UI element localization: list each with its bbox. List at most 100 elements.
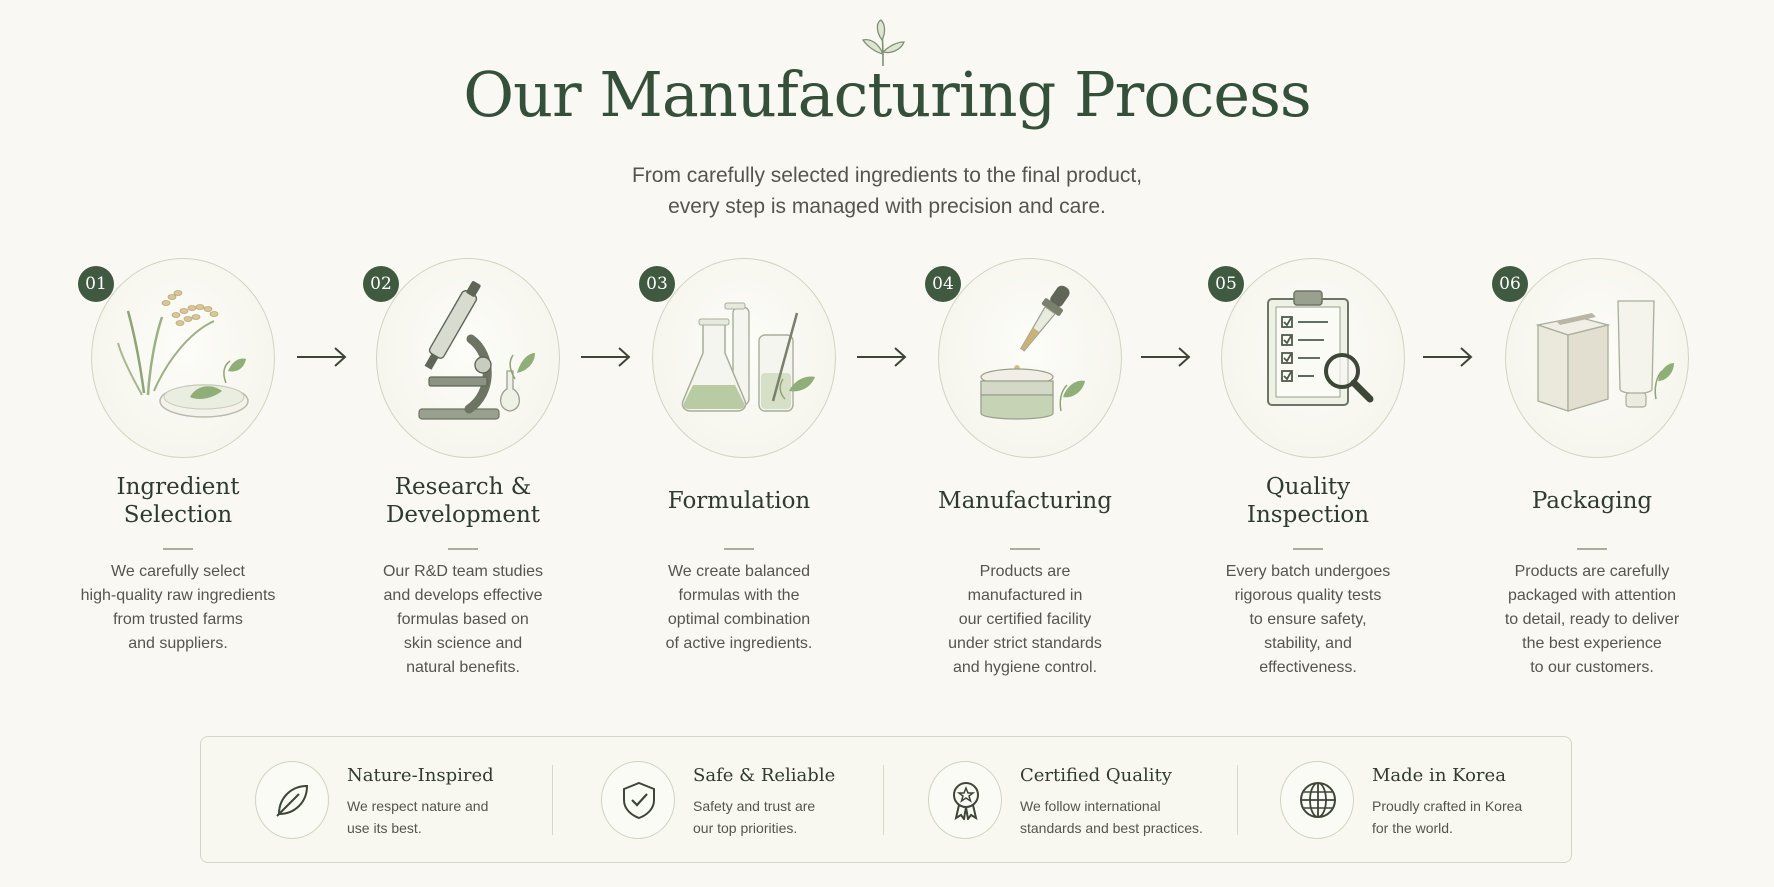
- feature-icon-circle: [601, 761, 675, 839]
- step-description-line: Products are carefully: [1514, 563, 1670, 580]
- step-illustration: [91, 258, 275, 458]
- step-number-badge: 01: [78, 266, 114, 302]
- lab-flasks-icon: [681, 302, 815, 412]
- arrow-right-icon: [1423, 347, 1473, 367]
- step-description-line: to ensure safety,: [1249, 611, 1367, 628]
- step-description-line: of active ingredients.: [665, 635, 813, 652]
- step-description-line: stability, and: [1264, 635, 1352, 652]
- step-description-line: Every batch undergoes: [1225, 563, 1391, 580]
- step-description-line: under strict standards: [948, 635, 1102, 652]
- page-subtitle: From carefully selected ingredients to t…: [0, 160, 1774, 222]
- step-illustration: [938, 258, 1122, 458]
- feature-description-line: Safety and trust are: [693, 798, 816, 814]
- step-divider: [163, 548, 193, 550]
- feature-description-line: for the world.: [1372, 820, 1453, 836]
- step-description-line: packaged with attention: [1507, 587, 1677, 604]
- feature-divider: [883, 765, 884, 835]
- box-tube-icon: [1535, 300, 1674, 412]
- checklist-magnifier-icon: [1267, 290, 1374, 406]
- step-description-line: to detail, ready to deliver: [1504, 611, 1680, 628]
- globe-icon: [1300, 782, 1336, 818]
- step-title-line: Quality: [1265, 474, 1351, 500]
- features-bar: Nature-Inspired We respect nature and us…: [200, 736, 1572, 863]
- feature-divider: [1237, 765, 1238, 835]
- arrow-right-icon: [857, 347, 907, 367]
- step-description-line: our certified facility: [958, 611, 1092, 628]
- step-description: We carefully select high-quality raw ing…: [53, 560, 303, 656]
- feature-title: Safe & Reliable: [693, 765, 836, 786]
- step-description-line: formulas with the: [678, 587, 800, 604]
- step-number-badge: 02: [363, 266, 399, 302]
- step-description-line: high-quality raw ingredients: [80, 587, 276, 604]
- step-description-line: rigorous quality tests: [1234, 587, 1382, 604]
- step-number-badge: 06: [1492, 266, 1528, 302]
- step-title: Research & Development: [338, 472, 588, 530]
- step-title-line: Inspection: [1246, 502, 1370, 528]
- step-title: Quality Inspection: [1183, 472, 1433, 530]
- step-divider: [1577, 548, 1607, 550]
- step-description: Every batch undergoes rigorous quality t…: [1183, 560, 1433, 680]
- step-description-line: and hygiene control.: [952, 659, 1098, 676]
- feature-description-line: We follow international: [1020, 798, 1161, 814]
- step-description-line: effectiveness.: [1259, 659, 1357, 676]
- feature-description: Safety and trust are our top priorities.: [693, 795, 815, 839]
- rice-plant-petri-dish-icon: [117, 290, 249, 418]
- feature-title: Certified Quality: [1020, 765, 1172, 786]
- feature-description: Proudly crafted in Korea for the world.: [1372, 795, 1522, 839]
- feature-description-line: standards and best practices.: [1020, 820, 1203, 836]
- step-number-badge: 04: [925, 266, 961, 302]
- step-title-line: Research &: [394, 474, 532, 500]
- step-title-line: Manufacturing: [938, 488, 1112, 514]
- feature-description-line: We respect nature and: [347, 798, 489, 814]
- step-number-badge: 03: [639, 266, 675, 302]
- sprig-icon: [861, 19, 905, 67]
- step-description: Products are carefully packaged with att…: [1467, 560, 1717, 680]
- step-description-line: formulas based on: [397, 611, 529, 628]
- step-illustration: [652, 258, 836, 458]
- step-illustration: [1505, 258, 1689, 458]
- step-description-line: natural benefits.: [406, 659, 520, 676]
- step-title-line: Formulation: [667, 488, 811, 514]
- leaf-icon: [276, 784, 309, 817]
- feature-divider: [552, 765, 553, 835]
- step-description-line: We create balanced: [667, 563, 810, 580]
- step-divider: [1010, 548, 1040, 550]
- step-description-line: We carefully select: [111, 563, 245, 580]
- feature-title: Made in Korea: [1372, 765, 1506, 786]
- step-description-line: from trusted farms: [113, 611, 243, 628]
- feature-icon-circle: [1280, 761, 1354, 839]
- arrow-right-icon: [581, 347, 631, 367]
- arrow-right-icon: [297, 347, 347, 367]
- feature-description-line: use its best.: [347, 820, 422, 836]
- step-title: Packaging: [1467, 472, 1717, 530]
- step-illustration: [1221, 258, 1405, 458]
- step-title-line: Ingredient: [116, 474, 240, 500]
- step-description-line: to our customers.: [1530, 659, 1654, 676]
- subtitle-line: every step is managed with precision and…: [668, 195, 1106, 218]
- step-divider: [448, 548, 478, 550]
- step-description-line: and suppliers.: [128, 635, 228, 652]
- step-description-line: Our R&D team studies: [382, 563, 544, 580]
- step-illustration: [376, 258, 560, 458]
- step-description-line: optimal combination: [667, 611, 811, 628]
- step-description-line: and develops effective: [383, 587, 543, 604]
- step-description: Our R&D team studies and develops effect…: [338, 560, 588, 680]
- step-description-line: Products are: [979, 563, 1071, 580]
- feature-description-line: Proudly crafted in Korea: [1372, 798, 1523, 814]
- award-badge-icon: [953, 782, 979, 820]
- step-divider: [724, 548, 754, 550]
- dropper-cream-jar-icon: [980, 285, 1085, 420]
- feature-description: We respect nature and use its best.: [347, 795, 488, 839]
- step-number-badge: 05: [1208, 266, 1244, 302]
- step-title: Manufacturing: [900, 472, 1150, 530]
- step-description-line: manufactured in: [967, 587, 1083, 604]
- arrow-right-icon: [1141, 347, 1191, 367]
- step-title-line: Development: [385, 502, 541, 528]
- page-title: Our Manufacturing Process: [463, 58, 1311, 131]
- feature-description: We follow international standards and be…: [1020, 795, 1203, 839]
- microscope-icon: [418, 281, 535, 420]
- feature-icon-circle: [928, 761, 1002, 839]
- step-title-line: Selection: [123, 502, 233, 528]
- feature-icon-circle: [255, 761, 329, 839]
- step-description-line: skin science and: [403, 635, 523, 652]
